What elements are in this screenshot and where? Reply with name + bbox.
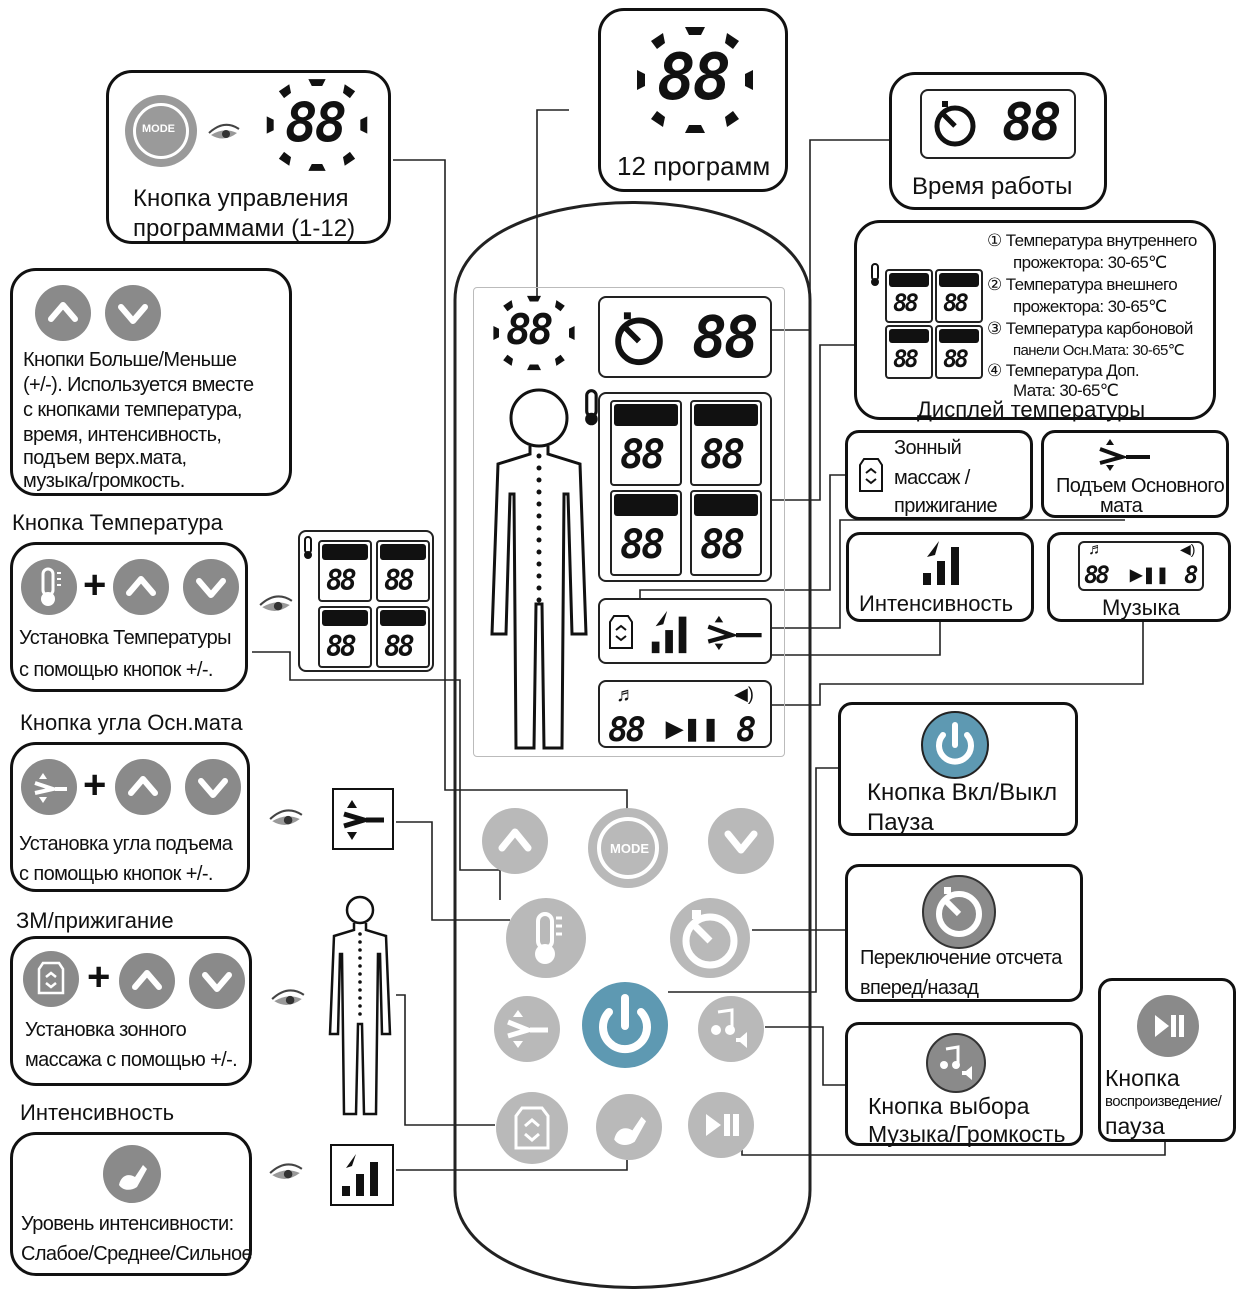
- lift-box: Подъем Основного мата: [1041, 430, 1229, 518]
- program-indicator-icon: 88: [265, 77, 369, 173]
- timer-icon: [930, 99, 980, 154]
- temperature-button[interactable]: [506, 898, 586, 978]
- angle-heading: Кнопка угла Осн.мата: [20, 710, 243, 735]
- remote-temp-display: 88 88 88 88: [598, 392, 772, 582]
- worktime-box: 88 Время работы: [889, 72, 1107, 210]
- play-pause-icon: ▶❚❚: [1130, 567, 1170, 584]
- temp-mini-display: 88 88 88 88: [871, 259, 983, 381]
- zone-heading: ЗМ/прижигание: [16, 908, 174, 933]
- eye-icon: [207, 121, 241, 148]
- intensity-icon: [103, 1145, 161, 1203]
- worktime-label: Время работы: [912, 173, 1073, 200]
- thermometer-icon: [582, 388, 604, 433]
- play-pause-icon: ▶❚❚: [666, 716, 720, 741]
- music-select-box: Кнопка выбора Музыка/Громкость: [845, 1022, 1083, 1147]
- worktime-lcd: 88: [920, 89, 1076, 159]
- plusminus-box: Кнопки Больше/Меньше (+/-). Используется…: [10, 268, 292, 496]
- music-box: ♬ ◀) 88 ▶❚❚ 8 Музыка: [1047, 532, 1231, 622]
- intensity-heading: Интенсивность: [20, 1100, 175, 1125]
- zone-button[interactable]: [496, 1092, 568, 1164]
- eye-icon: [270, 986, 306, 1015]
- program-indicator-icon: 88: [492, 294, 576, 372]
- power-button[interactable]: [582, 982, 668, 1068]
- music-icon: ♬: [616, 684, 636, 706]
- up-arrow-icon: [119, 953, 175, 1009]
- eye-icon: [268, 806, 304, 835]
- zone-icon: [23, 951, 79, 1007]
- temp-cell-2: 88: [690, 400, 762, 486]
- volume-icon: ◀): [1180, 541, 1196, 557]
- temp-display-title: Дисплей температуры: [917, 397, 1146, 422]
- intensity-icon: [651, 610, 687, 654]
- music-icon: [926, 1033, 986, 1093]
- temp-cell-4: 88: [690, 490, 762, 576]
- program-indicator-icon: 88: [635, 25, 755, 135]
- intensity-box: Интенсивность: [846, 532, 1034, 622]
- power-box: Кнопка Вкл/Выкл Пауза: [838, 702, 1078, 836]
- countdown-box: Переключение отсчета вперед/назад: [845, 864, 1083, 1002]
- intensity-button-box: Уровень интенсивности: Слабое/Среднее/Си…: [10, 1132, 253, 1276]
- down-arrow-icon: [183, 559, 239, 615]
- angle-button-box: + Установка угла подъема с помощью кнопо…: [10, 742, 250, 892]
- eye-icon: [258, 592, 294, 621]
- play-pause-icon: [1137, 995, 1199, 1057]
- timer-button[interactable]: [670, 898, 750, 978]
- angle-icon: [1096, 437, 1156, 478]
- mode-button[interactable]: MODE: [588, 808, 668, 888]
- zone-icon: [609, 615, 633, 649]
- power-icon: [921, 711, 989, 779]
- music-button[interactable]: [698, 996, 764, 1062]
- temp-cell-3: 88: [610, 490, 682, 576]
- remote-music-display: ♬ ◀) 88 ▶❚❚ 8: [598, 680, 772, 750]
- up-arrow-icon: [35, 285, 91, 341]
- body-icon: [322, 894, 398, 1121]
- remote-timer-display: 88: [598, 296, 772, 378]
- timer-icon: [610, 310, 668, 373]
- volume-icon: ◀): [734, 684, 754, 704]
- remote-mode-indicators: [598, 598, 772, 664]
- intensity-button[interactable]: [596, 1094, 662, 1160]
- mode-label-line2: программами (1-12): [133, 215, 356, 242]
- zone-icon: [856, 455, 886, 500]
- remote-lcd-panel: 88 88 88 88 88 88 ♬: [473, 287, 785, 757]
- programs-label: 12 программ: [617, 151, 771, 181]
- down-arrow-icon: [189, 953, 245, 1009]
- up-arrow-icon: [115, 759, 171, 815]
- eye-icon: [268, 1160, 304, 1189]
- temp-cell-1: 88: [610, 400, 682, 486]
- mode-icon: MODE: [125, 95, 197, 167]
- angle-button[interactable]: [494, 996, 560, 1062]
- programs-box: 88 12 программ: [598, 8, 788, 192]
- down-button[interactable]: [708, 808, 774, 874]
- down-arrow-icon: [185, 759, 241, 815]
- temp-display-box: 88 88 88 88 ① Температура внутреннего пр…: [854, 220, 1216, 422]
- mode-label-line1: Кнопка управления: [133, 185, 349, 212]
- temp-button-box: + Установка Температуры с помощью кнопок…: [10, 542, 248, 692]
- angle-icon: [707, 615, 762, 651]
- angle-icon: [332, 788, 394, 850]
- intensity-icon: [330, 1144, 394, 1206]
- playpause-box: Кнопка воспроизведение/ пауза: [1098, 978, 1236, 1142]
- angle-icon: [21, 759, 77, 815]
- thermometer-icon: [21, 559, 77, 615]
- down-arrow-icon: [105, 285, 161, 341]
- zone-massage-box: Зонный массаж / прижигание: [845, 430, 1033, 520]
- zone-button-box: + Установка зонного массажа с помощью +/…: [10, 936, 252, 1086]
- up-button[interactable]: [482, 808, 548, 874]
- temp-heading: Кнопка Температура: [12, 510, 223, 535]
- program-digits: 88: [657, 41, 731, 115]
- mode-box: MODE 88 Кнопка управления программами (1…: [106, 70, 391, 244]
- body-icon: [480, 384, 598, 757]
- up-arrow-icon: [113, 559, 169, 615]
- timer-icon: [922, 875, 996, 949]
- play-pause-button[interactable]: [688, 1092, 754, 1158]
- remote-body: [453, 201, 812, 1289]
- intensity-icon: [917, 537, 969, 594]
- music-mini-lcd: ♬ ◀) 88 ▶❚❚ 8: [1078, 541, 1204, 591]
- music-icon: ♬: [1088, 541, 1104, 558]
- temp-small-display: 88 88 88 88: [298, 530, 434, 672]
